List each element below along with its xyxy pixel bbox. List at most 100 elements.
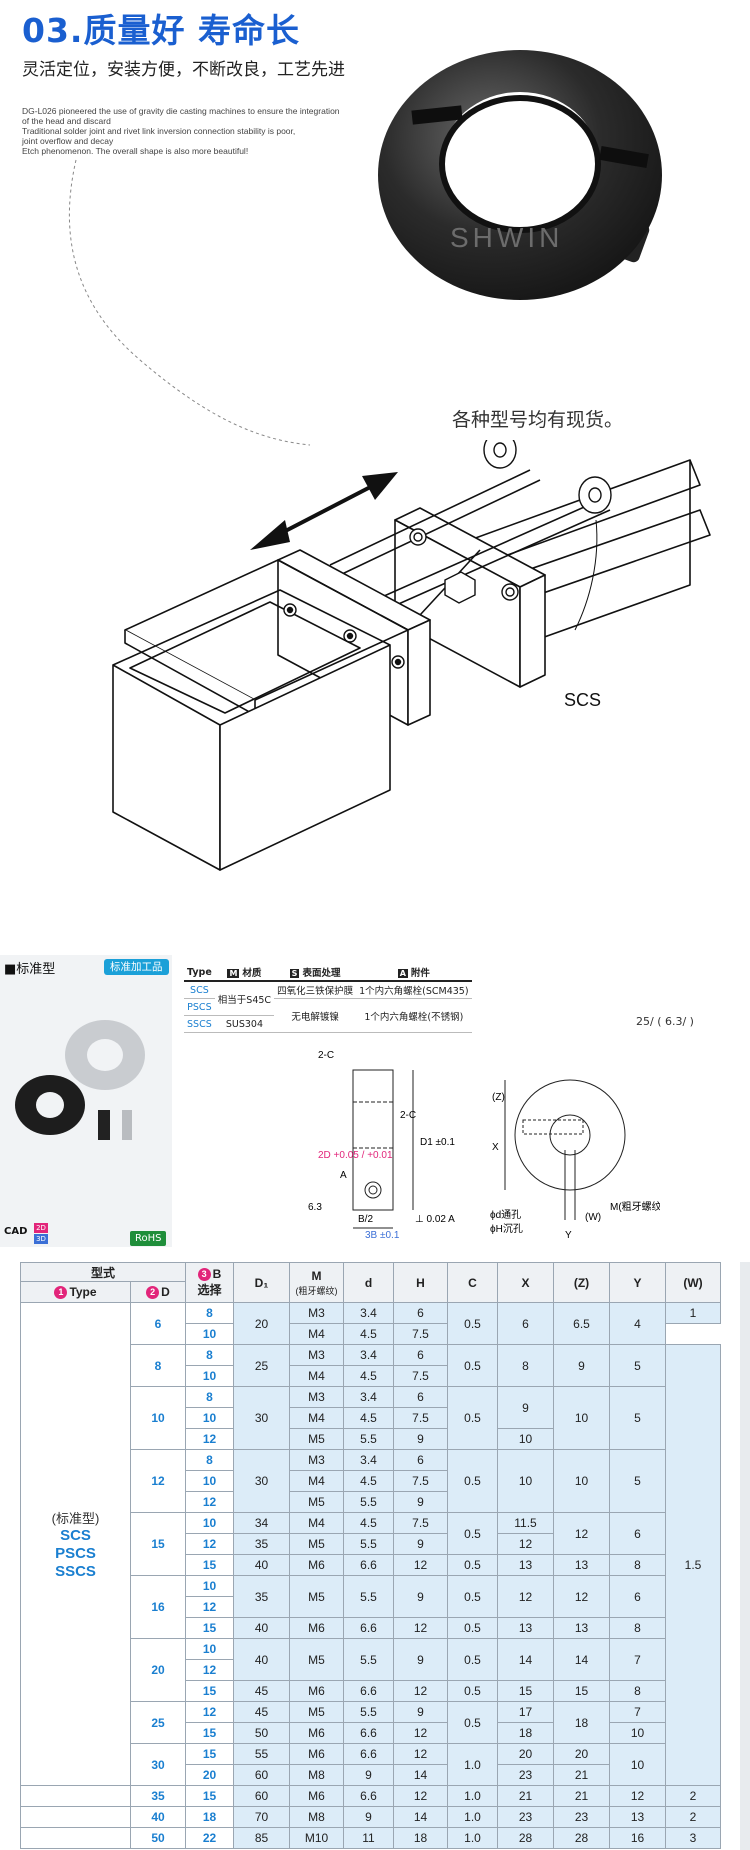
d-cell: 11 <box>343 1827 394 1849</box>
b-cell: 10 <box>185 1365 234 1387</box>
y-cell: 7 <box>609 1701 666 1723</box>
x-cell: 23 <box>497 1764 554 1786</box>
h-cell: 9 <box>393 1638 448 1681</box>
h-cell: 6 <box>393 1386 448 1408</box>
y-cell: 6 <box>609 1512 666 1555</box>
b-cell: 20 <box>185 1764 234 1786</box>
h-cell: 12 <box>393 1785 448 1807</box>
d-cell: 9 <box>343 1764 394 1786</box>
d-cell: 15 <box>130 1512 186 1576</box>
d1-cell: 45 <box>233 1680 290 1702</box>
h-cell: 9 <box>393 1533 448 1555</box>
x-cell: 10 <box>497 1428 554 1450</box>
z-cell: 14 <box>553 1638 610 1681</box>
x-cell: 12 <box>497 1575 554 1618</box>
svg-text:6.3: 6.3 <box>308 1202 322 1213</box>
x-cell: 12 <box>497 1533 554 1555</box>
x-cell: 11.5 <box>497 1512 554 1534</box>
d-cell: 6.6 <box>343 1743 394 1765</box>
d1-cell: 40 <box>233 1554 290 1576</box>
z-cell: 6.5 <box>553 1302 610 1345</box>
m-cell: M5 <box>289 1533 344 1555</box>
z-cell: 28 <box>553 1827 610 1849</box>
m-cell: M5 <box>289 1638 344 1681</box>
d-cell: 5.5 <box>343 1533 394 1555</box>
h-cell: 14 <box>393 1806 448 1828</box>
type-header: Type <box>184 964 215 982</box>
watermark-text: SHWIN <box>450 222 563 253</box>
svg-text:D1 ±0.1: D1 ±0.1 <box>420 1137 455 1148</box>
m-cell: M3 <box>289 1344 344 1366</box>
b-cell: 10 <box>185 1323 234 1345</box>
d-cell: 6.6 <box>343 1554 394 1576</box>
y-cell: 8 <box>609 1554 666 1576</box>
m-cell: M4 <box>289 1365 344 1387</box>
x-cell: 21 <box>497 1785 554 1807</box>
z-cell: 21 <box>553 1764 610 1786</box>
b-cell: 12 <box>185 1533 234 1555</box>
b-cell: 22 <box>185 1827 234 1849</box>
d-cell: 35 <box>130 1785 186 1807</box>
y-cell: 5 <box>609 1386 666 1450</box>
h-cell: 12 <box>393 1554 448 1576</box>
y-cell: 8 <box>609 1680 666 1702</box>
m-cell: M8 <box>289 1764 344 1786</box>
c-cell: 1.0 <box>447 1827 498 1849</box>
d-cell: 50 <box>130 1827 186 1849</box>
cad-label: CAD <box>4 1226 28 1237</box>
x-cell: 13 <box>497 1617 554 1639</box>
hero-graphics: SHWIN <box>68 50 662 446</box>
b-cell: 15 <box>185 1680 234 1702</box>
z-cell: 13 <box>553 1554 610 1576</box>
svg-text:X: X <box>492 1142 499 1153</box>
material-row: SSCS SUS304 <box>184 1015 472 1033</box>
c-cell: 0.5 <box>447 1638 498 1681</box>
y-cell: 5 <box>609 1449 666 1513</box>
z-cell: 23 <box>553 1806 610 1828</box>
b-cell: 10 <box>185 1575 234 1597</box>
x-cell: 23 <box>497 1806 554 1828</box>
m-cell: M8 <box>289 1806 344 1828</box>
d1-cell: 30 <box>233 1449 290 1513</box>
svg-text:ϕd通孔: ϕd通孔 <box>490 1209 521 1221</box>
table-row: 12 <box>21 1596 721 1618</box>
h-cell: 7.5 <box>393 1407 448 1429</box>
c-cell: 0.5 <box>447 1302 498 1345</box>
rohs-badge: RoHS <box>130 1231 167 1246</box>
x-cell: 8 <box>497 1344 554 1387</box>
z-cell: 18 <box>553 1701 610 1744</box>
x-cell: 6 <box>497 1302 554 1345</box>
d-cell: 9 <box>343 1806 394 1828</box>
x-cell: 13 <box>497 1554 554 1576</box>
h-cell: 12 <box>393 1617 448 1639</box>
d-cell: 5.5 <box>343 1575 394 1618</box>
m-cell: M6 <box>289 1722 344 1744</box>
h-cell: 9 <box>393 1491 448 1513</box>
m-cell: M5 <box>289 1428 344 1450</box>
c-cell: 0.5 <box>447 1617 498 1639</box>
z-cell: 12 <box>553 1575 610 1618</box>
h-cell: 9 <box>393 1575 448 1618</box>
m-cell: M5 <box>289 1575 344 1618</box>
d1-header: D₁ <box>233 1262 290 1303</box>
w-cell: 2 <box>665 1806 721 1828</box>
movement-arrow <box>250 472 398 550</box>
svg-text:(W): (W) <box>585 1212 601 1223</box>
d1-cell: 55 <box>233 1743 290 1765</box>
svg-text:M(粗牙螺纹): M(粗牙螺纹) <box>610 1200 660 1213</box>
